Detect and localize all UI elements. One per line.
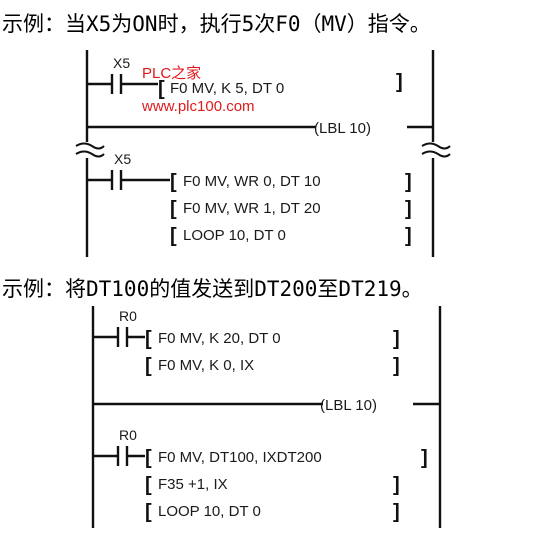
break-mark-right-1 — [421, 142, 451, 150]
contact2-x5-label: X5 — [114, 151, 131, 167]
contact2-r0-label: R0 — [119, 427, 137, 443]
break-mark-left-1 — [75, 142, 105, 150]
ladder-diagram-1: X5 [ F0 MV, K 5, DT 0 ] PLC之家 www.plc100… — [75, 50, 451, 257]
instr-f0-mv-k5: F0 MV, K 5, DT 0 — [170, 80, 284, 97]
bracket-open: [ — [145, 355, 152, 377]
instr-f35: F35 +1, IX — [158, 476, 228, 493]
bracket-close: ] — [405, 198, 412, 220]
instr-f0-mv-dt100: F0 MV, DT100, IXDT200 — [158, 449, 322, 466]
watermark-url: www.plc100.com — [141, 98, 255, 115]
bracket-close: ] — [421, 447, 428, 469]
bracket-open: [ — [170, 198, 177, 220]
instr-f0-mv-k0-ix: F0 MV, K 0, IX — [158, 357, 254, 374]
instr-f0-mv-k20: F0 MV, K 20, DT 0 — [158, 330, 281, 347]
ladder-diagram-2: R0 [ F0 MV, K 20, DT 0 ] [ F0 MV, K 0, I… — [91, 306, 442, 528]
break-mark-right-2 — [421, 150, 451, 158]
bracket-close: ] — [396, 71, 403, 93]
bracket-close: ] — [393, 355, 400, 377]
instr-loop: LOOP 10, DT 0 — [183, 227, 286, 244]
bracket-open: [ — [170, 171, 177, 193]
bracket-open: [ — [145, 474, 152, 496]
bracket-close: ] — [405, 171, 412, 193]
bracket-open: [ — [170, 225, 177, 247]
bracket-open: [ — [145, 501, 152, 523]
example2-caption: 示例：将DT100的值发送到DT200至DT219。 — [2, 277, 423, 301]
instr-loop: LOOP 10, DT 0 — [158, 503, 261, 520]
instr-f0-mv-wr1: F0 MV, WR 1, DT 20 — [183, 200, 321, 217]
break-mark-left-2 — [75, 150, 105, 158]
instr-f0-mv-wr0: F0 MV, WR 0, DT 10 — [183, 173, 321, 190]
bracket-close: ] — [393, 474, 400, 496]
bracket-open: [ — [145, 328, 152, 350]
contact-x5-label: X5 — [113, 55, 130, 71]
lbl-10: (LBL 10) — [314, 120, 371, 137]
bracket-open: [ — [145, 447, 152, 469]
bracket-close: ] — [393, 501, 400, 523]
lbl-10: (LBL 10) — [320, 397, 377, 414]
bracket-close: ] — [393, 328, 400, 350]
bracket-close: ] — [405, 225, 412, 247]
watermark-text: PLC之家 — [142, 65, 201, 82]
bracket-open: [ — [158, 78, 165, 100]
contact-r0-label: R0 — [119, 308, 137, 324]
example1-caption: 示例：当X5为ON时，执行5次F0（MV）指令。 — [2, 12, 431, 36]
